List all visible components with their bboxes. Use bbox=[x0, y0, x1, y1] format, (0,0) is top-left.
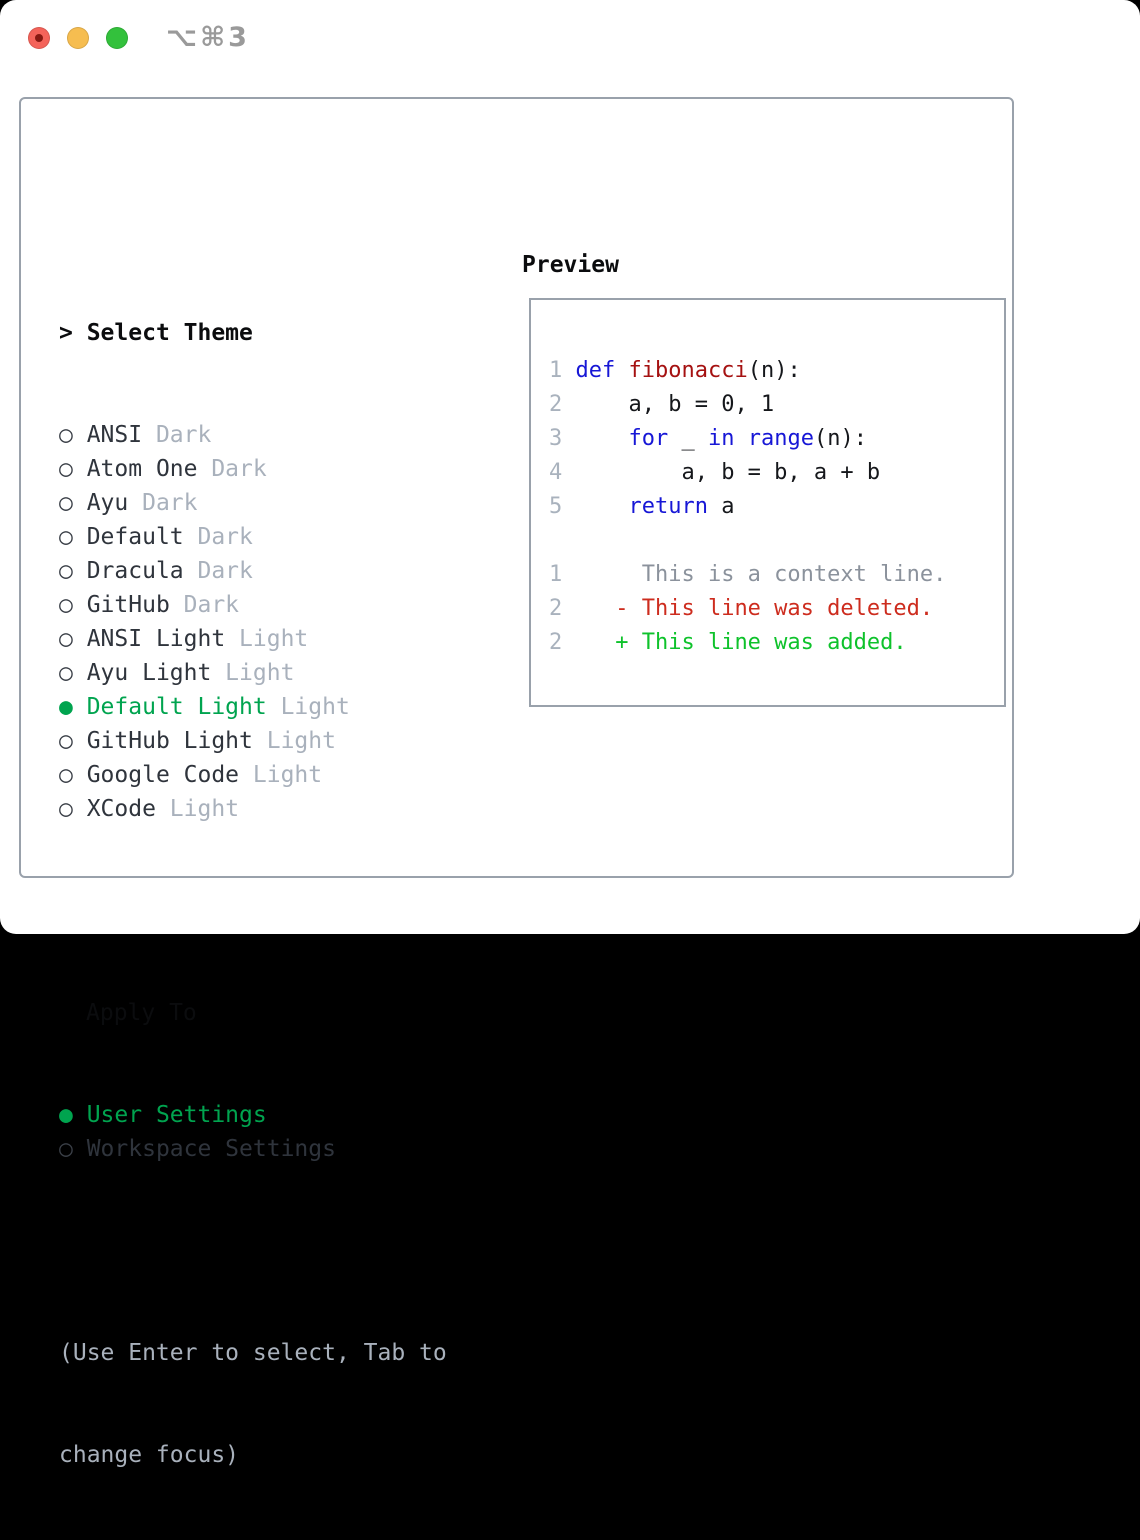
theme-list: ○ ANSI Dark○ Atom One Dark○ Ayu Dark○ De… bbox=[59, 418, 447, 826]
left-column: > Select Theme ○ ANSI Dark○ Atom One Dar… bbox=[59, 248, 447, 1540]
apply-option-label: Workspace Settings bbox=[86, 1136, 336, 1162]
theme-name: Default bbox=[86, 524, 184, 550]
spacer bbox=[59, 894, 447, 928]
theme-name: Default Light bbox=[86, 694, 267, 720]
radio-unselected-icon: ○ bbox=[59, 558, 87, 584]
theme-variant-tag: Light bbox=[252, 728, 336, 754]
theme-name: XCode bbox=[86, 796, 156, 822]
radio-selected-icon: ● bbox=[59, 694, 87, 720]
radio-unselected-icon: ○ bbox=[59, 660, 87, 686]
theme-name: Google Code bbox=[86, 762, 240, 788]
window-title-shortcut: ⌥⌘3 bbox=[166, 22, 250, 53]
prompt-caret-icon: > bbox=[59, 320, 87, 346]
radio-unselected-icon: ○ bbox=[59, 762, 87, 788]
theme-name: Ayu bbox=[86, 490, 129, 516]
radio-unselected-icon: ○ bbox=[59, 728, 87, 754]
radio-unselected-icon: ○ bbox=[59, 626, 87, 652]
apply-option-user-settings[interactable]: ● User Settings bbox=[59, 1098, 447, 1132]
window-controls bbox=[28, 27, 128, 49]
radio-unselected-icon: ○ bbox=[59, 592, 87, 618]
theme-option-default-light[interactable]: ● Default Light Light bbox=[59, 690, 447, 724]
apply-to-header: Apply To bbox=[86, 1000, 197, 1026]
radio-unselected-icon: ○ bbox=[59, 524, 87, 550]
theme-variant-tag: Dark bbox=[183, 558, 253, 584]
app-window: ⌥⌘3 > Select Theme ○ ANSI Dark○ Atom One… bbox=[0, 0, 1140, 1468]
theme-variant-tag: Dark bbox=[197, 456, 267, 482]
theme-variant-tag: Light bbox=[239, 762, 323, 788]
unsaved-indicator-icon bbox=[35, 34, 43, 42]
radio-selected-icon: ● bbox=[59, 1102, 87, 1128]
hint-text-line2: change focus) bbox=[59, 1442, 240, 1468]
theme-name: GitHub Light bbox=[86, 728, 253, 754]
theme-option-ayu[interactable]: ○ Ayu Dark bbox=[59, 486, 447, 520]
hint-text-line1: (Use Enter to select, Tab to bbox=[59, 1340, 447, 1366]
zoom-button[interactable] bbox=[106, 27, 128, 49]
close-button[interactable] bbox=[28, 27, 50, 49]
theme-name: ANSI Light bbox=[86, 626, 226, 652]
preview-code-line: 1 This is a context line. bbox=[549, 562, 947, 587]
radio-unselected-icon: ○ bbox=[59, 1136, 87, 1162]
theme-option-default[interactable]: ○ Default Dark bbox=[59, 520, 447, 554]
theme-option-github[interactable]: ○ GitHub Dark bbox=[59, 588, 447, 622]
select-theme-header: > Select Theme bbox=[59, 316, 447, 350]
preview-code-line: 2 a, b = 0, 1 bbox=[549, 392, 775, 417]
theme-option-ansi-light[interactable]: ○ ANSI Light Light bbox=[59, 622, 447, 656]
theme-variant-tag: Light bbox=[155, 796, 240, 822]
theme-variant-tag: Dark bbox=[142, 422, 212, 448]
theme-option-github-light[interactable]: ○ GitHub Light Light bbox=[59, 724, 447, 758]
theme-name: Atom One bbox=[86, 456, 198, 482]
theme-option-ayu-light[interactable]: ○ Ayu Light Light bbox=[59, 656, 447, 690]
radio-unselected-icon: ○ bbox=[59, 796, 87, 822]
theme-variant-tag: Light bbox=[225, 626, 309, 652]
preview-code-line: 3 for _ in range(n): bbox=[549, 426, 867, 451]
preview-code: 1 def fibonacci(n): 2 a, b = 0, 1 3 for _ … bbox=[549, 354, 1004, 660]
preview-box: 1 def fibonacci(n): 2 a, b = 0, 1 3 for _ … bbox=[529, 298, 1006, 707]
spacer bbox=[59, 1234, 447, 1268]
theme-option-google-code[interactable]: ○ Google Code Light bbox=[59, 758, 447, 792]
theme-option-xcode[interactable]: ○ XCode Light bbox=[59, 792, 447, 826]
select-theme-title: Select Theme bbox=[86, 320, 253, 346]
theme-variant-tag: Dark bbox=[183, 524, 253, 550]
preview-code-line: 2 - This line was deleted. bbox=[549, 596, 934, 621]
theme-name: Ayu Light bbox=[86, 660, 212, 686]
radio-unselected-icon: ○ bbox=[59, 490, 87, 516]
theme-variant-tag: Dark bbox=[169, 592, 240, 618]
apply-option-workspace-settings[interactable]: ○ Workspace Settings bbox=[59, 1132, 447, 1166]
theme-name: ANSI bbox=[86, 422, 143, 448]
theme-variant-tag: Light bbox=[211, 660, 295, 686]
preview-code-line: 1 def fibonacci(n): bbox=[549, 358, 801, 383]
apply-option-label: User Settings bbox=[86, 1102, 267, 1128]
preview-code-line: 4 a, b = b, a + b bbox=[549, 460, 881, 485]
theme-option-atom-one[interactable]: ○ Atom One Dark bbox=[59, 452, 447, 486]
theme-option-ansi[interactable]: ○ ANSI Dark bbox=[59, 418, 447, 452]
theme-name: GitHub bbox=[86, 592, 170, 618]
theme-option-dracula[interactable]: ○ Dracula Dark bbox=[59, 554, 447, 588]
preview-code-line: 2 + This line was added. bbox=[549, 630, 907, 655]
apply-to-list: ● User Settings○ Workspace Settings bbox=[59, 1098, 447, 1166]
preview-code-line bbox=[549, 524, 1004, 558]
theme-picker-panel: > Select Theme ○ ANSI Dark○ Atom One Dar… bbox=[19, 97, 1014, 1468]
theme-name: Dracula bbox=[86, 558, 184, 584]
preview-header: Preview bbox=[522, 252, 619, 278]
preview-code-line: 5 return a bbox=[549, 494, 735, 519]
theme-variant-tag: Dark bbox=[128, 490, 198, 516]
minimize-button[interactable] bbox=[67, 27, 89, 49]
radio-unselected-icon: ○ bbox=[59, 456, 87, 482]
radio-unselected-icon: ○ bbox=[59, 422, 87, 448]
theme-variant-tag: Light bbox=[266, 694, 350, 720]
